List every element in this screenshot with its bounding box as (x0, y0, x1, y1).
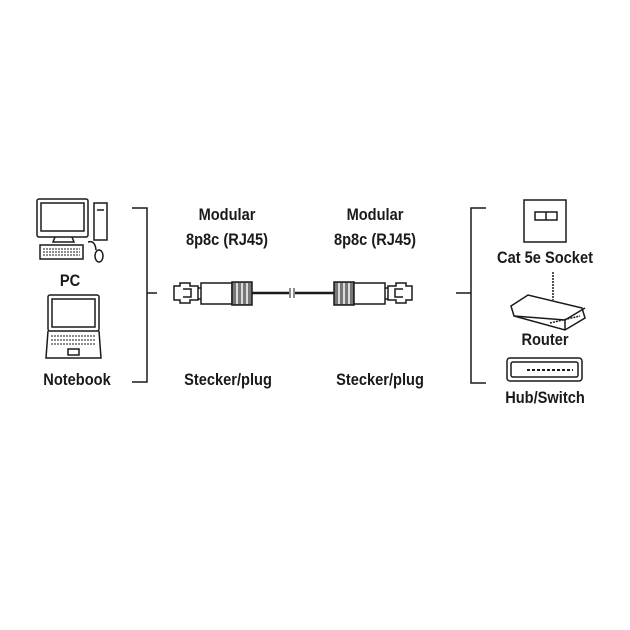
pc-label: PC (59, 271, 81, 290)
left-connector-subtitle: 8p8c (RJ45) (185, 230, 269, 249)
left-connector-type: Stecker/plug (184, 370, 272, 389)
right-plug-icon (333, 281, 413, 306)
hub-switch-label: Hub/Switch (505, 388, 585, 407)
notebook-icon (45, 294, 102, 359)
router-icon (510, 272, 586, 331)
notebook-label: Notebook (43, 370, 111, 389)
left-connector-title: Modular (198, 205, 256, 224)
left-bracket (132, 207, 157, 383)
right-connector-subtitle: 8p8c (RJ45) (333, 230, 417, 249)
router-label: Router (521, 330, 569, 349)
cable-line (252, 288, 334, 298)
hub-switch-icon (506, 357, 583, 382)
socket-icon (523, 199, 567, 243)
left-plug-icon (173, 281, 253, 306)
right-bracket (456, 207, 486, 384)
right-connector-type: Stecker/plug (336, 370, 424, 389)
pc-icon (36, 198, 108, 263)
right-connector-title: Modular (346, 205, 404, 224)
socket-label: Cat 5e Socket (497, 248, 593, 267)
